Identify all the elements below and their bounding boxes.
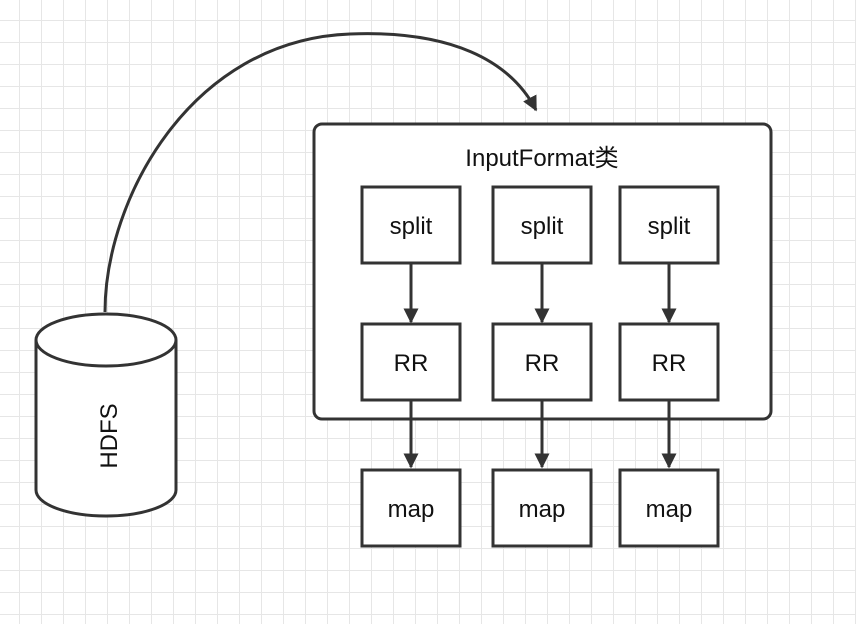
rr-box[interactable]	[618, 322, 720, 402]
inputformat-title: InputFormat类	[465, 145, 618, 172]
rr-label: RR	[525, 350, 560, 377]
rr-label: RR	[394, 350, 429, 377]
column-3: split RR map	[618, 185, 720, 548]
map-box[interactable]	[618, 468, 720, 548]
map-box[interactable]	[491, 468, 593, 548]
split-box[interactable]	[618, 185, 720, 265]
split-label: split	[390, 213, 433, 240]
map-label: map	[388, 496, 435, 523]
split-box[interactable]	[360, 185, 462, 265]
hdfs-label: HDFS	[96, 403, 123, 468]
hdfs-to-inputformat-arrow	[103, 32, 538, 313]
split-label: split	[521, 213, 564, 240]
rr-label: RR	[652, 350, 687, 377]
column-2: split RR map	[491, 185, 593, 548]
map-box[interactable]	[360, 468, 462, 548]
split-label: split	[648, 213, 691, 240]
map-label: map	[519, 496, 566, 523]
rr-box[interactable]	[491, 322, 593, 402]
column-1: split RR map	[360, 185, 462, 548]
hdfs-cylinder[interactable]: HDFS	[34, 312, 178, 518]
map-label: map	[646, 496, 693, 523]
